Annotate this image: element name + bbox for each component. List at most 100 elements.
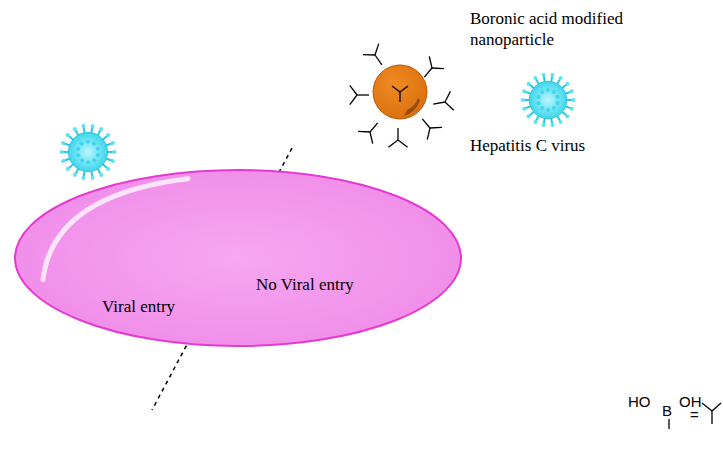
virus-texture [546,88,550,92]
chemical-atom: HO [628,391,651,412]
virus-spike-tip [522,107,526,111]
virus-spike-tip [111,141,115,145]
virus-spike-tip [527,82,531,86]
boronic-acid-groups [350,44,454,148]
virus-spike-tip [60,150,64,154]
virus-spike-tip [106,167,110,171]
y-arm [400,86,408,92]
legend-text: Hepatitis C virus [470,135,585,156]
virus-texture [86,160,90,164]
virus-spike-tip [542,123,546,127]
virus-spike-tip [61,159,65,163]
virus-spike-tip [91,124,95,128]
virus-texture [96,153,100,157]
boronic-acid-group [432,91,454,113]
y-stem [424,68,432,77]
y-stem [422,119,430,128]
virus-spike-tip [550,123,554,127]
virus-spike-tip [559,120,563,124]
boronic-acid-group [363,44,390,71]
virus-texture [552,106,556,110]
virus-texture [555,101,559,105]
virus-spike-tip [533,120,537,124]
y-arm [363,49,375,60]
virus-spike-tip [61,141,65,145]
symbol-arm [702,403,712,411]
virus-spike-tip [533,76,537,80]
y-arm [392,86,400,92]
legend-text: Boronic acid modified nanoparticle [470,8,660,50]
virus-spike-tip [571,98,575,102]
virus-body [529,81,566,118]
nanoparticle-shade [404,98,420,116]
virus-texture [76,153,80,157]
virus-spike-tip [81,176,85,180]
virus-spike-tip [522,89,526,93]
y-arm [430,122,442,134]
virus-spike-tip [111,159,115,163]
y-stem [397,128,398,140]
virus-spike-tip [73,173,77,177]
boronic-acid-group [415,113,442,140]
virus-spike-tip [112,150,116,154]
y-arm [350,85,357,95]
nanoparticle-core [373,65,427,119]
boronic-acid-group [358,117,385,144]
y-arm [432,62,444,74]
hcv-virus [60,124,117,180]
cell-outline [13,168,463,348]
virus-texture [537,101,541,105]
region-label: No Viral entry [256,274,354,295]
virus-texture [540,90,544,94]
virus-spike-tip [542,73,546,77]
y-arm [423,128,435,140]
y-arm [398,140,408,147]
virus-spike-tip [66,167,70,171]
boronic-acid-group [417,56,444,83]
boronic-acid-group [388,128,407,147]
virus-texture [540,106,544,110]
virus-texture [537,95,541,99]
virus-texture [80,158,84,162]
boronic-acid-group [392,86,408,102]
virus-spike-tip [99,127,103,131]
virus-spike-tip [570,89,574,93]
virus-texture [86,140,90,144]
virus-texture [80,142,84,146]
y-arm [388,140,398,147]
y-stem [433,102,445,104]
y-arm [371,44,383,55]
virus-spike-tip [99,173,103,177]
y-stem [399,92,400,102]
boronic-acid-symbol [669,403,721,429]
virus-texture [76,147,80,151]
virus-body [68,132,107,171]
y-arm [445,101,454,112]
y-arm [365,132,377,144]
symbol-stem [711,411,712,424]
chemical-atom: B [662,400,672,421]
virus-spike-tip [106,133,110,137]
hcv-virus [521,73,576,127]
cell-body [15,170,461,346]
virus-spike-tip [73,127,77,131]
virus-spike-tip [521,98,525,102]
virus-spike-tip [565,82,569,86]
virus-spike-tip [527,114,531,118]
virus-spike-tip [550,73,554,77]
virus-spike-tip [559,76,563,80]
virus-spike-tip [570,107,574,111]
boron-bond [668,419,669,429]
virus-spike-tip [66,133,70,137]
cell-highlight [43,179,188,280]
y-arm [358,126,370,138]
y-stem [370,123,378,132]
virus-texture [92,158,96,162]
y-arm [443,91,452,102]
y-stem [357,94,369,95]
y-arm [425,56,437,68]
virus-spike-tip [565,114,569,118]
virus-texture [552,90,556,94]
virus-texture [96,147,100,151]
y-stem [375,55,382,65]
